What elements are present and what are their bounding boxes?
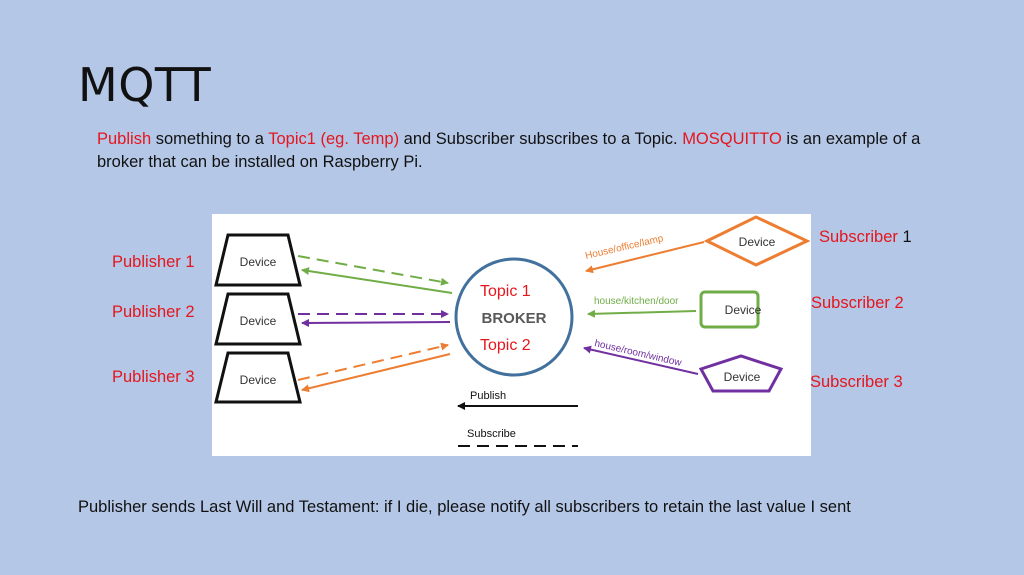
broker: Topic 1 BROKER Topic 2 — [454, 257, 574, 377]
mqtt-diagram-svg: Device Device Device Topic 1 BROKER Topi… — [214, 215, 811, 447]
desc-mosquitto: MOSQUITTO — [682, 130, 782, 148]
publisher-3-device: Device — [214, 351, 302, 404]
pub1-subscribe-arrow — [297, 255, 449, 286]
pub1-publish-arrow — [301, 267, 453, 294]
subscriber-1-label: Subscriber 1 — [819, 228, 912, 247]
publisher-3-label: Publisher 3 — [112, 368, 195, 386]
desc-text-3: is an example of a broker that can be in… — [97, 130, 921, 171]
subscriber-1-device: Device — [703, 215, 811, 267]
pub3-publish-arrow — [301, 353, 451, 393]
pub2-publish-arrow — [301, 318, 451, 327]
pub3-subscribe-arrow — [297, 342, 449, 381]
broker-label: BROKER — [481, 310, 546, 327]
sub1-arrow — [585, 241, 705, 274]
diagram-legend: Publish Subscribe — [457, 390, 578, 447]
subscriber-3-device-label: Device — [724, 370, 761, 384]
desc-topic: Topic1 (eg. Temp) — [268, 130, 400, 148]
subscriber-2-device-label: Device — [725, 303, 762, 317]
broker-topic-1: Topic 1 — [480, 283, 531, 300]
subscriber-1-number: 1 — [897, 228, 912, 246]
broker-topic-2: Topic 2 — [480, 337, 531, 354]
sub3-arrow — [583, 345, 699, 375]
slide-title: MQTT — [78, 58, 212, 112]
subscriber-1-device-label: Device — [739, 235, 776, 249]
sub1-topic-label: House/office/lamp — [584, 233, 665, 262]
desc-publish: Publish — [97, 130, 152, 148]
publisher-2-device-label: Device — [240, 314, 277, 328]
mqtt-diagram: Device Device Device Topic 1 BROKER Topi… — [212, 214, 811, 456]
subscriber-2-device: Device — [699, 290, 762, 329]
publisher-2-device: Device — [214, 292, 302, 346]
publisher-2-label: Publisher 2 — [112, 303, 195, 321]
publisher-1-device: Device — [214, 233, 302, 287]
publisher-3-device-label: Device — [240, 373, 277, 387]
subscriber-3-label: Subscriber 3 — [810, 373, 903, 391]
sub2-arrow — [587, 309, 697, 318]
slide-description: Publish something to a Topic1 (eg. Temp)… — [97, 128, 967, 174]
sub2-topic-label: house/kitchen/door — [594, 296, 679, 307]
subscriber-3-device: Device — [698, 354, 784, 393]
publisher-1-label: Publisher 1 — [112, 253, 195, 271]
subscriber-1-text: Subscriber — [819, 228, 898, 246]
publisher-1-device-label: Device — [240, 255, 277, 269]
legend-subscribe-label: Subscribe — [467, 428, 516, 440]
desc-text-2: and Subscriber subscribes to a Topic. — [399, 130, 683, 148]
desc-text-1: something to a — [151, 130, 269, 148]
slide-footer: Publisher sends Last Will and Testament:… — [78, 498, 851, 516]
legend-publish-label: Publish — [470, 390, 506, 402]
subscriber-2-label: Subscriber 2 — [811, 294, 904, 312]
